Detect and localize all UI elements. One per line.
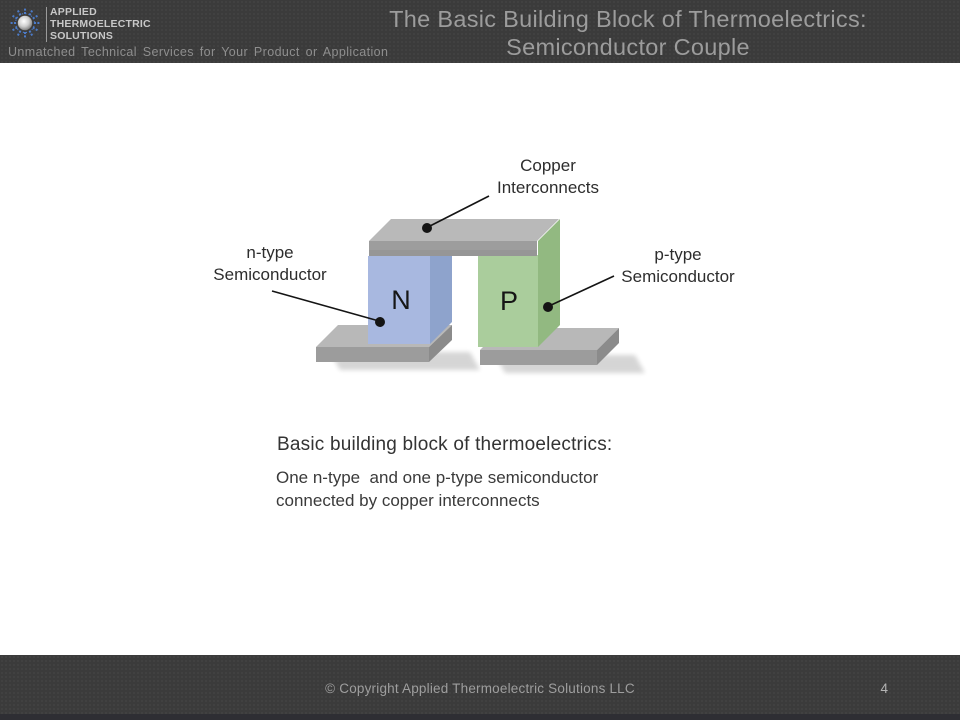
company-tagline: Unmatched Technical Services for Your Pr…	[8, 45, 389, 59]
footer-bar: © Copyright Applied Thermoelectric Solut…	[0, 655, 960, 720]
n-label-line1: n-type	[246, 243, 294, 262]
copper-interconnects-label: Copper Interconnects	[478, 155, 618, 198]
leader-lines	[271, 195, 615, 322]
n-block-letter: N	[391, 285, 411, 315]
copper-label-line1: Copper	[520, 156, 576, 175]
body-paragraph: One n-type and one p-type semiconductor …	[276, 467, 598, 512]
logo-divider	[46, 7, 47, 42]
p-block-letter: P	[500, 286, 518, 316]
n-leader-line	[271, 290, 380, 322]
copper-label-line2: Interconnects	[496, 177, 600, 197]
slide-title-line1: The Basic Building Block of Thermoelectr…	[389, 6, 867, 32]
p-label-line1: p-type	[654, 245, 702, 264]
copper-anchor-dot	[422, 223, 432, 233]
copyright-text: © Copyright Applied Thermoelectric Solut…	[325, 681, 635, 696]
semiconductor-couple-diagram: N P	[271, 195, 645, 373]
p-leader-line	[548, 275, 615, 307]
slide-title: The Basic Building Block of Thermoelectr…	[300, 5, 956, 61]
p-anchor-dot	[543, 302, 553, 312]
footer-bottom-strip	[0, 714, 960, 720]
company-logo-text: APPLIED THERMOELECTRIC SOLUTIONS	[50, 6, 151, 42]
page-number: 4	[880, 681, 888, 696]
anchor-dots	[375, 223, 553, 327]
p-type-semiconductor-label: p-type Semiconductor	[603, 244, 753, 287]
n-type-block: N	[368, 234, 452, 344]
body-heading: Basic building block of thermoelectrics:	[277, 434, 613, 455]
slide-title-line2: Semiconductor Couple	[506, 34, 750, 60]
logo-line-thermoelectric: THERMOELECTRIC	[50, 18, 151, 30]
header-bar: APPLIED THERMOELECTRIC SOLUTIONS Unmatch…	[0, 0, 960, 63]
n-type-semiconductor-label: n-type Semiconductor	[195, 242, 345, 285]
copper-leader-line	[427, 195, 490, 228]
n-anchor-dot	[375, 317, 385, 327]
body-paragraph-line1: One n-type and one p-type semiconductor	[276, 468, 599, 487]
copper-interconnect-top	[369, 219, 559, 256]
company-logo-starburst-icon	[10, 8, 40, 38]
logo-line-solutions: SOLUTIONS	[50, 30, 114, 42]
logo-line-applied: APPLIED	[50, 6, 97, 18]
body-paragraph-line2: connected by copper interconnects	[276, 490, 540, 510]
n-label-line2: Semiconductor	[213, 264, 327, 284]
p-label-line2: Semiconductor	[621, 266, 735, 286]
p-type-block: P	[478, 219, 560, 347]
